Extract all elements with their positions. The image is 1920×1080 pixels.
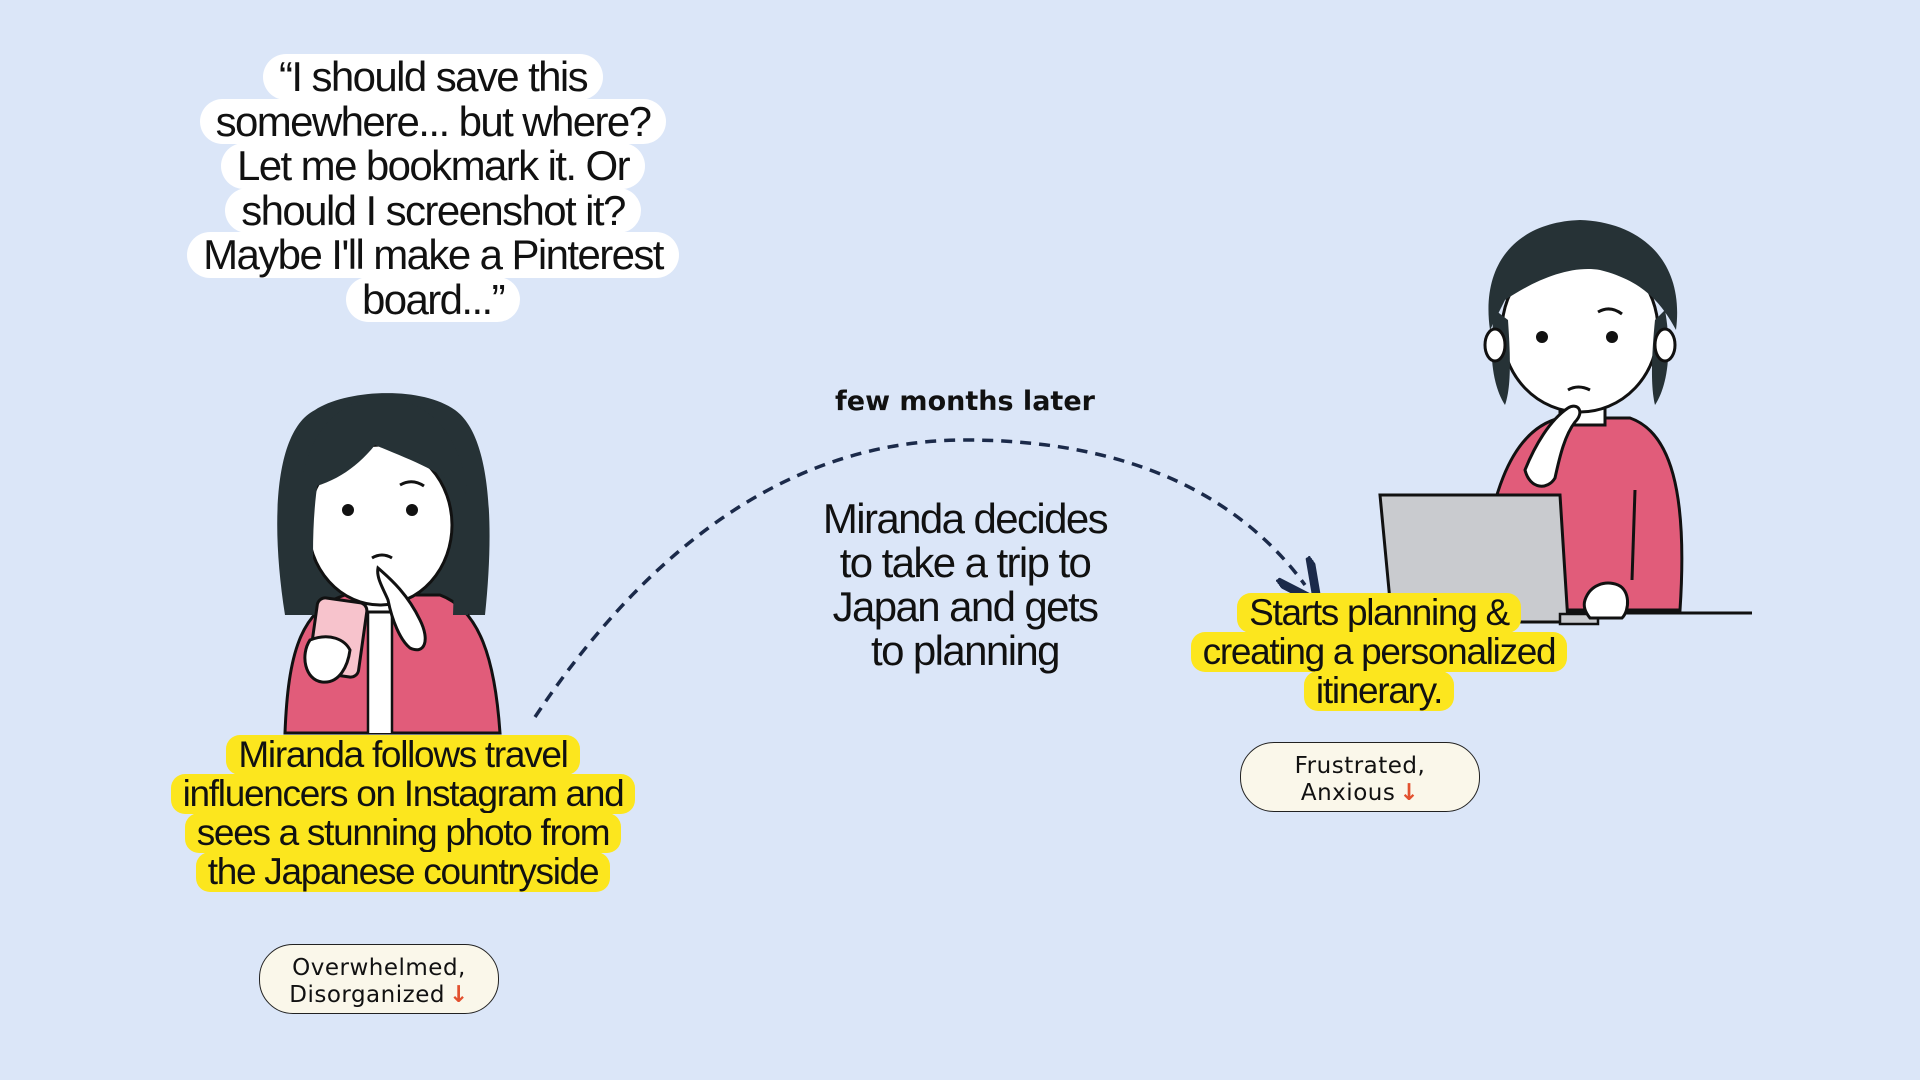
emotion-line: Overwhelmed, (292, 955, 466, 981)
speech-line: “I should save this (262, 54, 604, 100)
left-emotion-badge: Overwhelmed, Disorganized↓ (259, 944, 499, 1014)
speech-line: board...” (345, 276, 520, 322)
right-emotion-badge: Frustrated, Anxious↓ (1240, 742, 1480, 812)
miranda-phone-illustration (277, 393, 502, 735)
speech-line: somewhere... but where? (199, 98, 667, 144)
caption-line: Miranda follows travel (226, 735, 580, 775)
caption-line: itinerary. (1303, 671, 1455, 711)
caption-line: influencers on Instagram and (170, 774, 636, 814)
speech-line: Maybe I'll make a Pinterest (187, 232, 679, 278)
emotion-line: Frustrated, (1294, 753, 1426, 779)
caption-line: Starts planning & (1237, 593, 1521, 633)
transition-arrow (533, 438, 1305, 718)
speech-bubble: “I should save this somewhere... but whe… (178, 54, 688, 322)
caption-line: creating a personalized (1190, 632, 1568, 672)
speech-line: should I screenshot it? (225, 187, 641, 233)
transition-line: to take a trip to (839, 539, 1092, 586)
transition-line: Miranda decides (822, 495, 1109, 542)
emotion-line: Anxious↓ (1241, 780, 1479, 807)
time-label: few months later (835, 386, 1095, 417)
speech-line: Let me bookmark it. Or (221, 143, 645, 189)
emotion-label: Anxious (1300, 780, 1396, 806)
miranda-laptop-illustration (1378, 220, 1752, 626)
caption-line: sees a stunning photo from (184, 813, 622, 853)
caption-line: the Japanese countryside (195, 852, 611, 892)
left-caption: Miranda follows travel influencers on In… (158, 735, 648, 892)
right-caption: Starts planning & creating a personalize… (1178, 593, 1580, 711)
transition-text: Miranda decides to take a trip to Japan … (760, 497, 1170, 673)
transition-line: Japan and gets (832, 583, 1099, 630)
down-arrow-icon: ↓ (1399, 780, 1420, 806)
emotion-line: Disorganized↓ (260, 982, 498, 1009)
transition-line: to planning (871, 627, 1061, 674)
down-arrow-icon: ↓ (448, 982, 469, 1008)
emotion-label: Disorganized (289, 982, 445, 1008)
